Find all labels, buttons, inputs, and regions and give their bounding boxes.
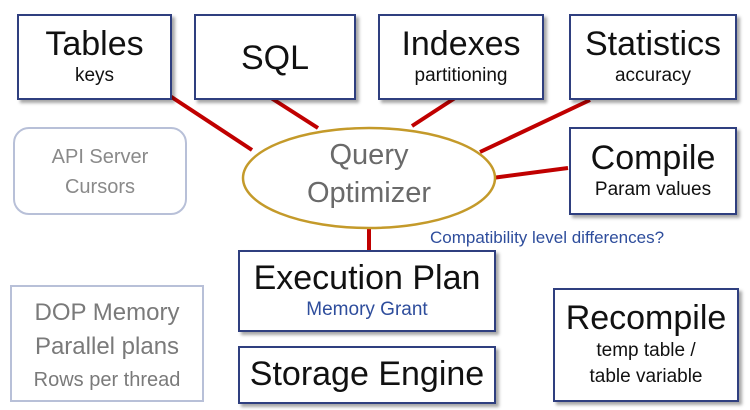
optimizer-line1: Query (329, 139, 409, 171)
sql-box: SQL (194, 14, 356, 100)
compatibility-note: Compatibility level differences? (430, 228, 665, 247)
sql-title: SQL (240, 39, 310, 77)
indexes-box: Indexes partitioning (378, 14, 544, 100)
tables-sub: keys (74, 65, 115, 86)
statistics-box: Statistics accuracy (569, 14, 737, 100)
execution-plan-box: Execution Plan Memory Grant (238, 250, 496, 332)
api-server-box: API Server Cursors (13, 127, 187, 215)
indexes-sub: partitioning (414, 65, 508, 86)
recompile-sub1: temp table / (596, 340, 696, 361)
connector-indexes (410, 96, 457, 128)
storage-engine-title: Storage Engine (249, 355, 485, 393)
connector-tables (168, 94, 254, 152)
compile-sub: Param values (594, 179, 712, 200)
execution-plan-title: Execution Plan (253, 259, 481, 297)
optimizer-line2: Optimizer (306, 177, 432, 209)
query-optimizer-label: Query Optimizer (244, 136, 494, 212)
api-line2: Cursors (64, 176, 135, 198)
connector-compile (491, 166, 569, 180)
recompile-sub2: table variable (589, 366, 703, 387)
dop-line3: Rows per thread (33, 369, 181, 391)
indexes-title: Indexes (401, 25, 521, 63)
compile-title: Compile (590, 139, 716, 177)
tables-box: Tables keys (17, 14, 172, 100)
api-line1: API Server (51, 146, 149, 168)
dop-line1: DOP Memory (34, 299, 180, 326)
statistics-title: Statistics (584, 25, 722, 63)
tables-title: Tables (45, 25, 144, 63)
query-optimizer-ellipse (241, 126, 497, 230)
storage-engine-box: Storage Engine (238, 346, 496, 404)
compile-box: Compile Param values (569, 127, 737, 215)
recompile-box: Recompile temp table / table variable (553, 288, 739, 402)
dop-box: DOP Memory Parallel plans Rows per threa… (10, 285, 204, 402)
connector-sql (266, 94, 320, 130)
connector-statistics (479, 98, 591, 154)
execution-plan-sub: Memory Grant (306, 299, 428, 320)
dop-line2: Parallel plans (34, 333, 180, 360)
statistics-sub: accuracy (614, 65, 692, 86)
recompile-title: Recompile (565, 299, 727, 337)
